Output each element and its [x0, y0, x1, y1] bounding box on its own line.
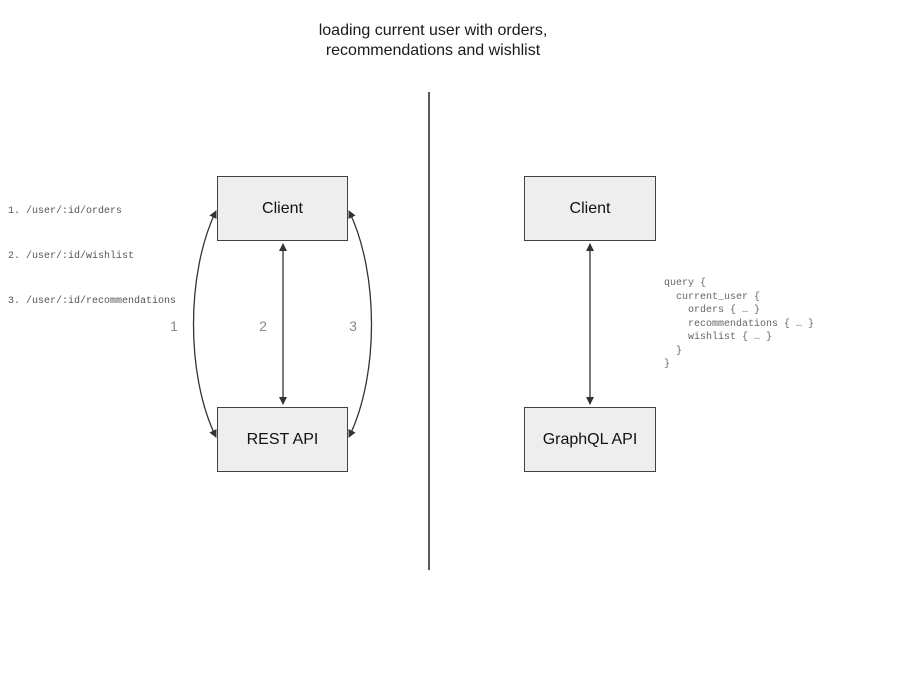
- graphql-client-label: Client: [569, 199, 611, 217]
- arrow-label-2: 2: [259, 318, 267, 334]
- rest-api-node: REST API: [217, 407, 348, 472]
- endpoint-wishlist: 2. /user/:id/wishlist: [8, 251, 135, 262]
- graphql-api-node: GraphQL API: [524, 407, 656, 472]
- graphql-client-node: Client: [524, 176, 656, 241]
- rest-arrow-3-curve: [348, 210, 373, 438]
- diagram-title: loading current user with orders, recomm…: [319, 21, 548, 61]
- title-line1: loading current user with orders,: [318, 22, 548, 39]
- rest-endpoint-list: 1. /user/:id/orders 2. /user/:id/wishlis…: [8, 174, 176, 339]
- rest-arrow-1-curve: [192, 210, 217, 438]
- arrow-label-1: 1: [170, 318, 178, 334]
- rest-api-label: REST API: [246, 430, 319, 448]
- rest-client-label: Client: [262, 199, 303, 217]
- endpoint-recommendations: 3. /user/:id/recommendations: [8, 296, 177, 307]
- arrow-label-3: 3: [349, 318, 357, 334]
- panel-divider: [428, 92, 430, 570]
- graphql-api-label: GraphQL API: [542, 430, 638, 448]
- endpoint-orders: 1. /user/:id/orders: [8, 206, 123, 217]
- title-line2: recommendations and wishlist: [325, 42, 541, 59]
- rest-client-node: Client: [217, 176, 348, 241]
- graphql-query: query { current_user { orders { … } reco…: [664, 278, 815, 370]
